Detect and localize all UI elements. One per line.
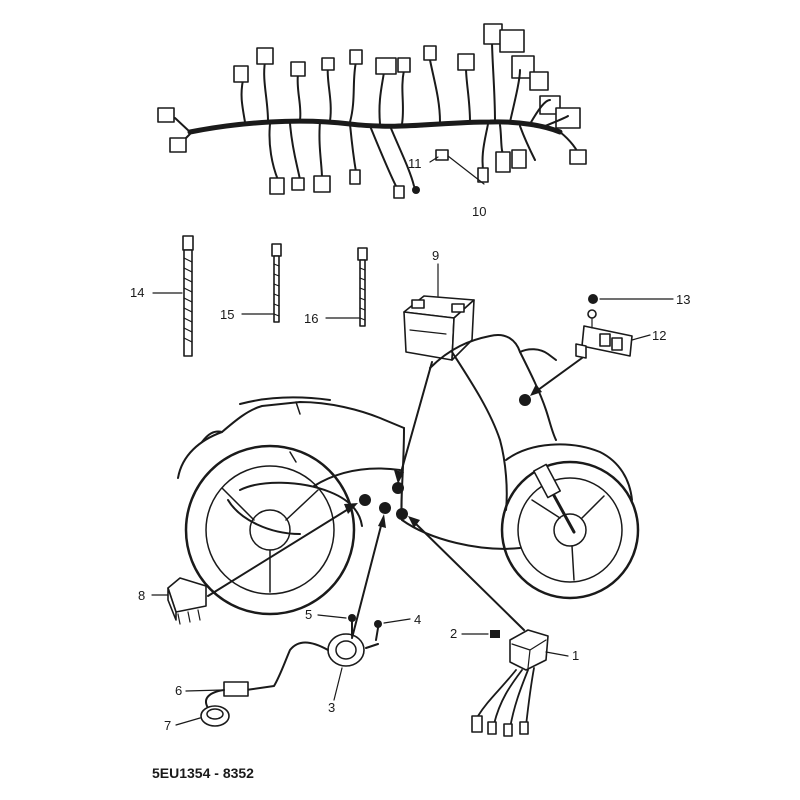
fastener bbox=[490, 630, 500, 638]
callout-12: 12 bbox=[652, 328, 666, 343]
screw bbox=[588, 294, 598, 304]
callout-10: 10 bbox=[472, 204, 486, 219]
cable-tie-medium bbox=[271, 243, 282, 323]
wire-harness bbox=[157, 23, 587, 199]
callout-6: 6 bbox=[175, 683, 182, 698]
harness-clip bbox=[435, 149, 449, 161]
leader-lines bbox=[151, 155, 674, 726]
battery bbox=[403, 295, 475, 361]
callout-2: 2 bbox=[450, 626, 457, 641]
callout-7: 7 bbox=[164, 718, 171, 733]
callout-14: 14 bbox=[130, 285, 144, 300]
callout-16: 16 bbox=[304, 311, 318, 326]
scooter-outline bbox=[177, 334, 640, 616]
pointer-arrows bbox=[207, 357, 583, 639]
bolt bbox=[348, 614, 382, 641]
callout-15: 15 bbox=[220, 307, 234, 322]
ignition-coil bbox=[200, 633, 379, 727]
mounting-points bbox=[359, 394, 531, 520]
cable-tie-short bbox=[357, 247, 368, 327]
callout-8: 8 bbox=[138, 588, 145, 603]
callout-3: 3 bbox=[328, 700, 335, 715]
callout-11: 11 bbox=[408, 156, 422, 171]
part-code: 5EU1354 - 8352 bbox=[152, 765, 254, 781]
cable-tie-long bbox=[182, 235, 194, 357]
callout-9: 9 bbox=[432, 248, 439, 263]
callout-13: 13 bbox=[676, 292, 690, 307]
relay-bracket bbox=[575, 309, 633, 359]
callout-labels: 1 2 3 4 5 6 7 8 9 10 11 12 13 14 15 16 bbox=[130, 156, 690, 733]
callout-1: 1 bbox=[572, 648, 579, 663]
cdi-unit bbox=[471, 629, 549, 737]
callout-4: 4 bbox=[414, 612, 421, 627]
relay-unit bbox=[167, 577, 207, 625]
callout-5: 5 bbox=[305, 607, 312, 622]
